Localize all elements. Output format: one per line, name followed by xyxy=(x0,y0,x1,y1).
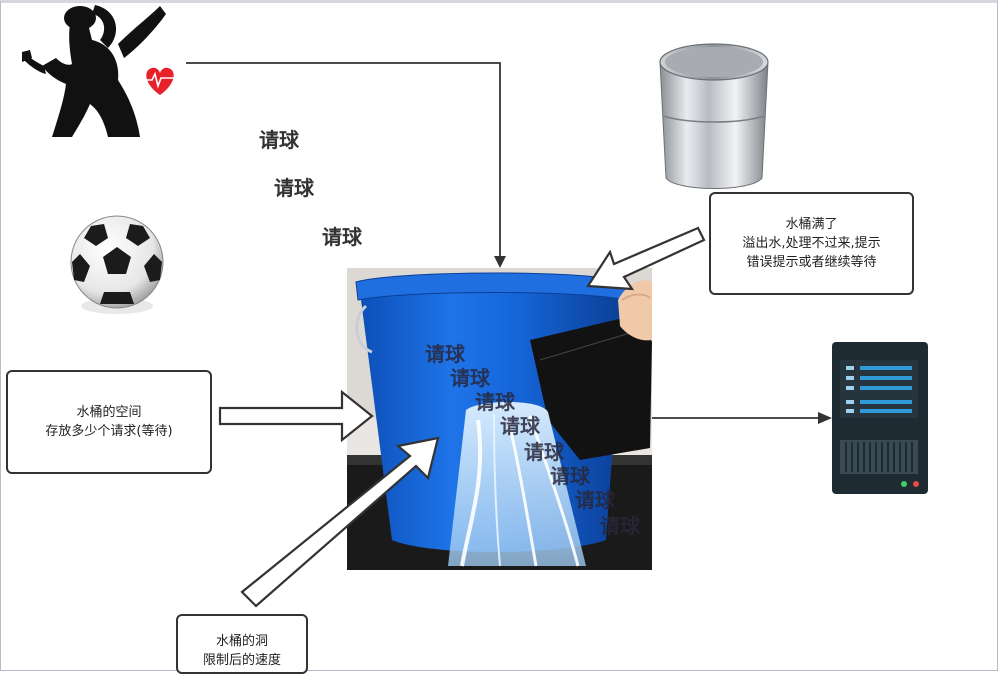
capacity-note-line-2: 存放多少个请求(等待) xyxy=(45,424,173,439)
hole-note-line-2: 限制后的速度 xyxy=(202,653,281,668)
flow-label-1: 请球 xyxy=(259,128,299,152)
hole-note-line-1: 水桶的洞 xyxy=(215,634,268,649)
overflow-note-line-2: 溢出水,处理不过来,提示 xyxy=(742,236,881,251)
bucket-label-7: 请球 xyxy=(575,488,615,512)
bucket-label-1: 请球 xyxy=(425,342,465,366)
flow-label-3: 请球 xyxy=(322,225,362,249)
bucket-label-3: 请球 xyxy=(475,390,515,414)
flow-label-2: 请球 xyxy=(274,176,314,200)
capacity-note-box: 水桶的空间 存放多少个请求(等待) xyxy=(6,370,212,474)
bucket-label-2: 请球 xyxy=(450,366,490,390)
bucket-label-6: 请球 xyxy=(550,464,590,488)
bucket-label-4: 请球 xyxy=(500,414,540,438)
overflow-note-line-3: 错误提示或者继续等待 xyxy=(746,255,877,270)
capacity-note-line-1: 水桶的空间 xyxy=(76,405,142,420)
bucket-label-5: 请球 xyxy=(524,440,564,464)
overflow-note-box: 水桶满了 溢出水,处理不过来,提示 错误提示或者继续等待 xyxy=(709,192,914,295)
bucket-label-8: 请球 xyxy=(600,514,640,538)
hole-note-box: 水桶的洞 限制后的速度 xyxy=(176,614,308,674)
overflow-note-line-1: 水桶满了 xyxy=(785,217,838,232)
